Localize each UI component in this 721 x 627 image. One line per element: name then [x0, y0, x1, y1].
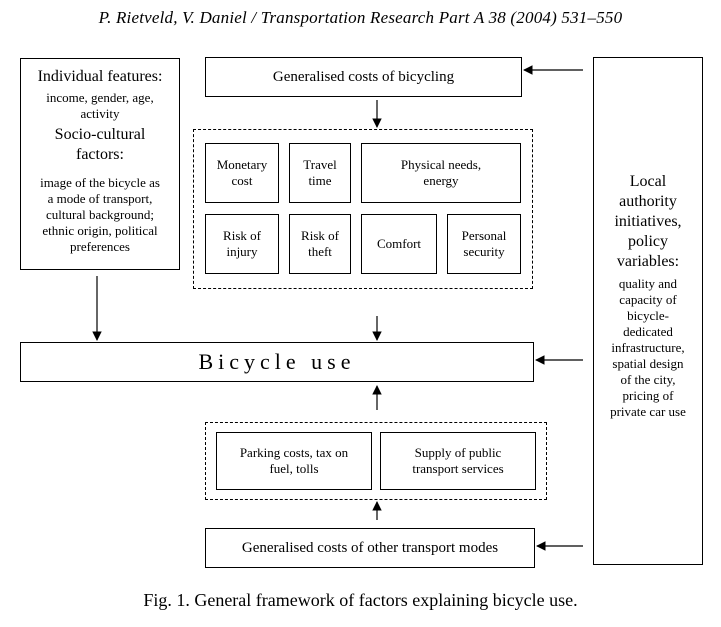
local-authority-item: spatial design	[612, 356, 684, 371]
local-authority-title: policy	[628, 233, 668, 250]
socio-cultural-title: Socio-cultural	[54, 126, 146, 143]
monetary-cost-label: Monetary	[216, 157, 268, 172]
personal-security-label: Personal	[461, 228, 507, 243]
page-header: P. Rietveld, V. Daniel / Transportation …	[98, 8, 623, 27]
individual-features-box: Individual features: income, gender, age…	[20, 58, 180, 270]
local-authority-item: quality and	[618, 276, 678, 291]
individual-features-title: Individual features:	[37, 68, 163, 85]
local-authority-box: Local authority initiatives, policy vari…	[593, 57, 703, 565]
local-authority-title: Local	[629, 173, 667, 190]
physical-needs-box: Physical needs,energy	[361, 143, 521, 203]
individual-features-line: income, gender, age,	[46, 90, 154, 105]
risk-of-injury-label: injury	[226, 244, 258, 259]
socio-cultural-line: image of the bicycle as	[40, 175, 160, 190]
risk-of-theft-label: Risk of	[301, 228, 339, 243]
risk-of-injury-label: Risk of	[223, 228, 261, 243]
local-authority-item: of the city,	[620, 372, 676, 387]
local-authority-item: capacity of	[619, 292, 677, 307]
public-transport-label: Supply of public	[414, 445, 502, 460]
socio-cultural-line: preferences	[70, 239, 130, 254]
risk-of-theft-label: theft	[308, 244, 332, 259]
travel-time-label: time	[308, 173, 332, 188]
local-authority-item: private car use	[610, 404, 686, 419]
generalised-costs-other-label: Generalised costs of other transport mod…	[241, 540, 499, 556]
comfort-box: Comfort	[361, 214, 437, 274]
physical-needs-label: Physical needs,	[400, 157, 482, 172]
parking-costs-label: Parking costs, tax on	[239, 445, 349, 460]
socio-cultural-title: factors:	[76, 146, 124, 163]
local-authority-title: authority	[619, 193, 677, 210]
generalised-costs-bicycling-label: Generalised costs of bicycling	[272, 69, 455, 85]
cost-factors-group	[193, 129, 533, 289]
local-authority-item: pricing of	[622, 388, 674, 403]
comfort-label: Comfort	[376, 236, 422, 251]
socio-cultural-line: cultural background;	[46, 207, 154, 222]
bicycle-use-box: Bicycle use	[20, 342, 534, 382]
other-modes-factors-group	[205, 422, 547, 500]
monetary-cost-label: cost	[231, 173, 253, 188]
generalised-costs-other-box: Generalised costs of other transport mod…	[205, 528, 535, 568]
socio-cultural-line: a mode of transport,	[47, 191, 153, 206]
local-authority-item: infrastructure,	[611, 340, 685, 355]
personal-security-label: security	[463, 244, 505, 259]
travel-time-label: Travel	[303, 157, 337, 172]
local-authority-title: variables:	[616, 253, 680, 270]
parking-costs-label: fuel, tolls	[269, 461, 319, 476]
public-transport-label: transport services	[412, 461, 504, 476]
local-authority-item: bicycle-	[627, 308, 669, 323]
figure-caption: Fig. 1. General framework of factors exp…	[143, 590, 578, 610]
physical-needs-label: energy	[423, 173, 459, 188]
bicycle-use-label: Bicycle use	[198, 349, 356, 374]
individual-features-line: activity	[80, 106, 120, 121]
generalised-costs-bicycling-box: Generalised costs of bicycling	[205, 57, 522, 97]
socio-cultural-line: ethnic origin, political	[42, 223, 158, 238]
local-authority-item: dedicated	[623, 324, 673, 339]
local-authority-title: initiatives,	[614, 213, 682, 230]
